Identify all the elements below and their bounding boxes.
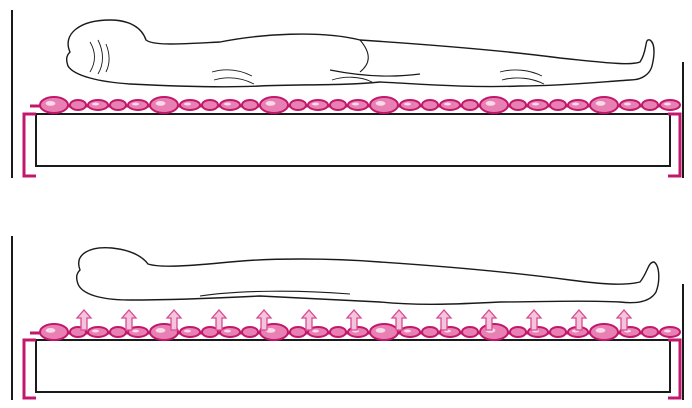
air-cell-highlight — [664, 330, 671, 333]
air-cell-highlight — [376, 101, 386, 106]
air-cell-icon — [202, 100, 218, 110]
panel-top — [12, 10, 683, 178]
air-cell-icon — [642, 100, 658, 110]
bed-frame-icon — [36, 340, 670, 392]
air-cell-highlight — [132, 103, 139, 106]
mattress-rail-left — [24, 340, 36, 398]
air-cell-highlight — [92, 330, 99, 333]
air-cell-icon — [290, 100, 306, 110]
air-cell-highlight — [312, 103, 319, 106]
air-cell-highlight — [156, 101, 166, 106]
mattress-rail-left — [24, 114, 36, 176]
air-cell-highlight — [352, 103, 359, 106]
person-lying-icon — [67, 20, 654, 87]
air-cell-icon — [550, 327, 566, 337]
air-cell-highlight — [312, 330, 319, 333]
air-cell-icon — [462, 100, 478, 110]
air-cell-highlight — [92, 103, 99, 106]
air-cell-icon — [242, 327, 258, 337]
air-cell-highlight — [376, 328, 386, 333]
shading-marks — [90, 40, 544, 84]
air-cell-icon — [422, 327, 438, 337]
air-cell-highlight — [532, 103, 539, 106]
air-cell-highlight — [404, 103, 411, 106]
air-cell-highlight — [266, 101, 276, 106]
air-cell-highlight — [184, 330, 191, 333]
air-cell-icon — [110, 100, 126, 110]
air-cell-icon — [642, 327, 658, 337]
air-cell-icon — [70, 100, 86, 110]
air-cell-icon — [550, 100, 566, 110]
bed-frame-icon — [36, 114, 670, 166]
panel-bottom — [12, 236, 683, 400]
air-cell-highlight — [664, 103, 671, 106]
arm-line — [330, 70, 420, 76]
hip-line — [360, 40, 368, 72]
air-cell-highlight — [596, 101, 606, 106]
air-cell-highlight — [46, 328, 56, 333]
air-cell-highlight — [624, 103, 631, 106]
air-cell-highlight — [224, 103, 231, 106]
air-cell-highlight — [444, 103, 451, 106]
air-cell-highlight — [404, 330, 411, 333]
air-cell-icon — [330, 327, 346, 337]
cushion-row-top — [30, 97, 680, 113]
air-cell-highlight — [184, 103, 191, 106]
air-cell-icon — [242, 100, 258, 110]
air-cell-icon — [510, 327, 526, 337]
air-cell-highlight — [596, 328, 606, 333]
air-cell-icon — [290, 327, 306, 337]
arm-line — [200, 291, 350, 296]
air-cell-highlight — [224, 330, 231, 333]
air-cell-icon — [330, 100, 346, 110]
air-cell-highlight — [132, 330, 139, 333]
air-cell-icon — [462, 327, 478, 337]
air-cell-icon — [422, 100, 438, 110]
air-cell-highlight — [46, 101, 56, 106]
air-cell-highlight — [156, 328, 166, 333]
air-cell-icon — [510, 100, 526, 110]
air-cell-highlight — [486, 101, 496, 106]
air-cell-highlight — [572, 103, 579, 106]
air-cell-icon — [110, 327, 126, 337]
person-lying-icon — [77, 248, 659, 305]
